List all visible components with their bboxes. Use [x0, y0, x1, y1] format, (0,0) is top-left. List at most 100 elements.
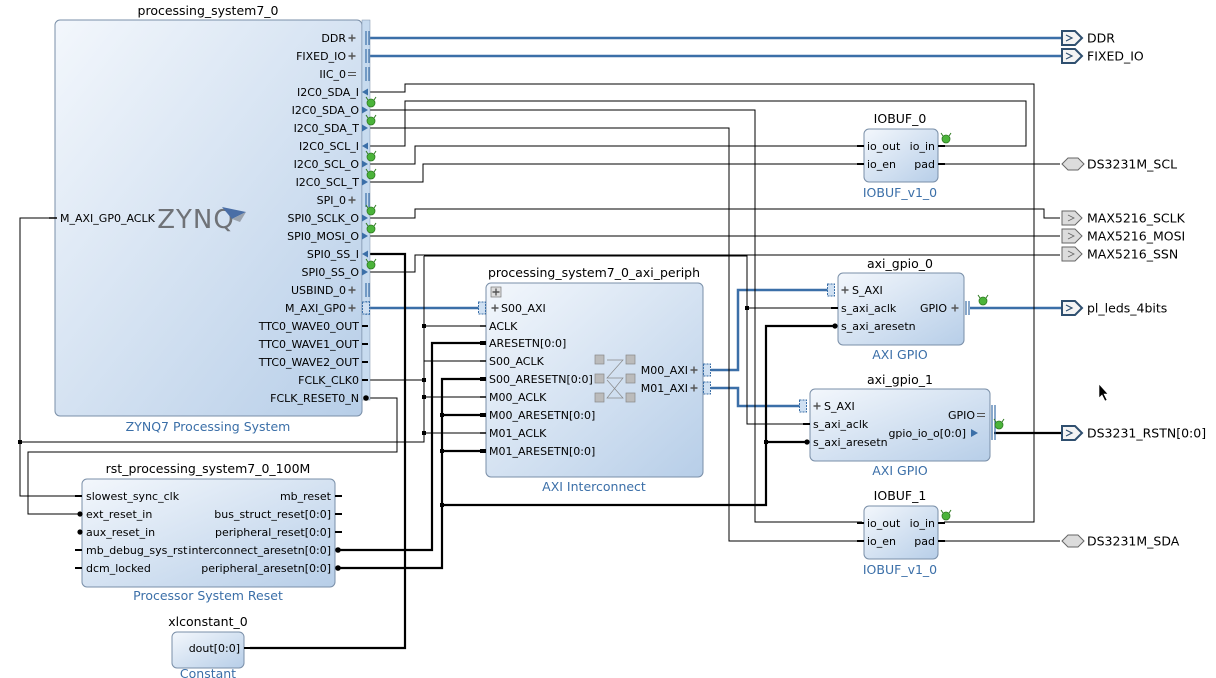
iobuf0-port-io-en[interactable]: io_en	[867, 158, 896, 171]
rst-port-ext-reset-in[interactable]: ext_reset_in	[86, 508, 152, 521]
ps7-port-ttc0-wave2-out[interactable]: TTC0_WAVE2_OUT	[258, 356, 360, 369]
xlconst-block[interactable]: xlconstant_0 dout[0:0] Constant	[168, 614, 252, 678]
gpio1-port-gpio[interactable]: GPIO	[948, 409, 975, 422]
rst-port-bus-struct-reset-0-0[interactable]: bus_struct_reset[0:0]	[214, 508, 331, 521]
m01-axi-bus[interactable]	[711, 386, 800, 408]
ps7-port-i2c0-sda-o[interactable]: I2C0_SDA_O	[292, 104, 360, 117]
ext-port-max5216-sclk[interactable]: MAX5216_SCLK	[1087, 211, 1186, 226]
ext-port-ds3231m-sda-icon[interactable]	[1061, 534, 1085, 548]
ext-port-max5216-ssn[interactable]: MAX5216_SSN	[1087, 247, 1178, 262]
ps7-port-i2c0-scl-i[interactable]: I2C0_SCL_I	[299, 140, 359, 153]
iobuf1-port-io-en[interactable]: io_en	[867, 535, 896, 548]
clk-aclk[interactable]	[368, 325, 482, 381]
gpio0-port-gpio[interactable]: GPIO	[920, 302, 947, 315]
sda-i-wire[interactable]	[368, 83, 1035, 523]
iobuf0-port-pad[interactable]: pad	[914, 158, 935, 171]
ic-port-m01-aclk[interactable]: M01_ACLK	[489, 427, 547, 440]
clk-fan[interactable]	[424, 360, 482, 434]
ext-port-max5216-sclk-icon[interactable]	[1061, 210, 1083, 226]
gpio1-port-s-axi-aclk[interactable]: s_axi_aclk	[813, 418, 869, 431]
ps7-port-fclk-reset0-n[interactable]: FCLK_RESET0_N	[270, 392, 359, 405]
iobuf1-port-io-out[interactable]: io_out	[867, 517, 901, 530]
ext-port-pl-leds-4bits[interactable]: pl_leds_4bits	[1087, 301, 1167, 316]
ps7-block[interactable]: processing_system7_0 ZYNQ M_AXI_GP0_ACLK…	[49, 3, 377, 434]
clk-rst-loop[interactable]	[19, 442, 80, 497]
ps7-port-ttc0-wave0-out[interactable]: TTC0_WAVE0_OUT	[258, 320, 360, 333]
gpio1-port-gpio-io-o-0-0[interactable]: gpio_io_o[0:0]	[888, 427, 966, 440]
interconnect-block[interactable]: processing_system7_0_axi_periph S00_AXIA…	[478, 265, 711, 494]
gpio0-port-s-axi[interactable]: S_AXI	[852, 284, 883, 297]
reset-wire[interactable]	[27, 397, 398, 515]
ic-port-m01-aresetn-0-0[interactable]: M01_ARESETN[0:0]	[489, 445, 595, 458]
ps7-port-spi0-sclk-o[interactable]: SPI0_SCLK_O	[287, 212, 359, 225]
ext-port-ds3231m-sda[interactable]: DS3231M_SDA	[1087, 534, 1180, 549]
iobuf1-port-io-in[interactable]: io_in	[910, 517, 935, 530]
scl-o-wire[interactable]	[368, 145, 862, 165]
scl-t-wire[interactable]	[368, 163, 862, 183]
ic-port-aresetn-0-0[interactable]: ARESETN[0:0]	[489, 337, 566, 350]
rst-port-mb-reset[interactable]: mb_reset	[280, 490, 332, 503]
ext-port-fixed-io[interactable]: FIXED_IO	[1087, 49, 1144, 64]
iobuf0-port-io-in[interactable]: io_in	[910, 140, 935, 153]
gpio0-port-s-axi-aresetn[interactable]: s_axi_aresetn	[841, 320, 916, 333]
ic-port-m01-axi[interactable]: M01_AXI	[641, 382, 688, 395]
ic-port-m00-aresetn-0-0[interactable]: M00_ARESETN[0:0]	[489, 409, 595, 422]
rst-port-interconnect-aresetn-0-0[interactable]: interconnect_aresetn[0:0]	[188, 544, 331, 557]
ps7-port-spi0-ss-o[interactable]: SPI0_SS_O	[302, 266, 360, 279]
ext-port-ddr[interactable]: DDR	[1087, 31, 1115, 46]
ic-port-s00-aclk[interactable]: S00_ACLK	[489, 355, 545, 368]
ps7-port-i2c0-scl-o[interactable]: I2C0_SCL_O	[294, 158, 360, 171]
ic-port-s00-axi[interactable]: S00_AXI	[501, 302, 546, 315]
rst-port-slowest-sync-clk[interactable]: slowest_sync_clk	[86, 490, 180, 503]
rst-port-peripheral-aresetn-0-0[interactable]: peripheral_aresetn[0:0]	[201, 562, 331, 575]
ext-port-max5216-mosi-icon[interactable]	[1061, 228, 1083, 244]
ic-port-s00-aresetn-0-0[interactable]: S00_ARESETN[0:0]	[489, 373, 593, 386]
ss-i-const-wire[interactable]	[250, 252, 407, 650]
sda-o-wire[interactable]	[368, 109, 862, 523]
rst-port-dcm-locked[interactable]: dcm_locked	[86, 562, 151, 575]
ic-port-aclk[interactable]: ACLK	[489, 320, 518, 333]
ic-port-m00-axi[interactable]: M00_AXI	[641, 364, 688, 377]
iobuf1-port-pad[interactable]: pad	[914, 535, 935, 548]
scl-i-wire[interactable]	[368, 100, 1027, 147]
ps7-port-spi0-mosi-o[interactable]: SPI0_MOSI_O	[287, 230, 359, 243]
ext-port-ds3231m-scl[interactable]: DS3231M_SCL	[1087, 157, 1177, 172]
ic-port-m00-aclk[interactable]: M00_ACLK	[489, 391, 547, 404]
ps7-port-fclk-clk0[interactable]: FCLK_CLK0	[298, 374, 359, 387]
ps7-port-i2c0-sda-i[interactable]: I2C0_SDA_I	[297, 86, 359, 99]
ps7-port-usbind-0[interactable]: USBIND_0	[291, 284, 346, 297]
gpio0-port-s-axi-aclk[interactable]: s_axi_aclk	[841, 302, 897, 315]
ss-o-wire[interactable]	[368, 254, 1060, 273]
rst-port-peripheral-reset-0-0[interactable]: peripheral_reset[0:0]	[215, 526, 331, 539]
sda-t-wire[interactable]	[368, 127, 862, 542]
periph-aresetn-wire[interactable]	[338, 377, 482, 570]
gpio0-block[interactable]: axi_gpio_0 S_AXIs_axi_aclks_axi_aresetnG…	[827, 256, 989, 362]
ext-port-max5216-ssn-icon[interactable]	[1061, 246, 1083, 262]
ps7-port-spi-0[interactable]: SPI_0	[317, 194, 346, 207]
ps7-port-m-axi-gp0-aclk[interactable]: M_AXI_GP0_ACLK	[60, 212, 156, 225]
gpio1-block[interactable]: axi_gpio_1 S_AXIs_axi_aclks_axi_aresetnG…	[799, 372, 1005, 478]
ps7-port-ddr[interactable]: DDR	[321, 32, 346, 45]
gpio1-port-s-axi-aresetn[interactable]: s_axi_aresetn	[813, 436, 888, 449]
ps7-port-spi0-ss-i[interactable]: SPI0_SS_I	[307, 248, 359, 261]
ps7-port-ttc0-wave1-out[interactable]: TTC0_WAVE1_OUT	[258, 338, 360, 351]
clk-gpio1[interactable]	[424, 255, 810, 425]
ps7-port-iic-0[interactable]: IIC_0	[319, 68, 346, 81]
rst-block[interactable]: rst_processing_system7_0_100M slowest_sy…	[75, 461, 342, 603]
rst-port-mb-debug-sys-rst[interactable]: mb_debug_sys_rst	[86, 544, 188, 557]
rst-port-aux-reset-in[interactable]: aux_reset_in	[86, 526, 155, 539]
periph-aresetn-gpio[interactable]	[442, 324, 838, 507]
ic-aresetn-wire[interactable]	[338, 341, 482, 552]
gpio1-port-s-axi[interactable]: S_AXI	[824, 400, 855, 413]
xlconst-port[interactable]: dout[0:0]	[189, 642, 240, 655]
sclk-wire[interactable]	[368, 208, 1060, 219]
ext-port-max5216-mosi[interactable]: MAX5216_MOSI	[1087, 229, 1185, 244]
ps7-port-fixed-io[interactable]: FIXED_IO	[296, 50, 346, 63]
ext-port-ds3231m-scl-icon[interactable]	[1061, 157, 1085, 171]
m00-axi-bus[interactable]	[711, 288, 828, 372]
ps7-port-i2c0-scl-t[interactable]: I2C0_SCL_T	[296, 176, 360, 189]
ps7-port-i2c0-sda-t[interactable]: I2C0_SDA_T	[294, 122, 360, 135]
